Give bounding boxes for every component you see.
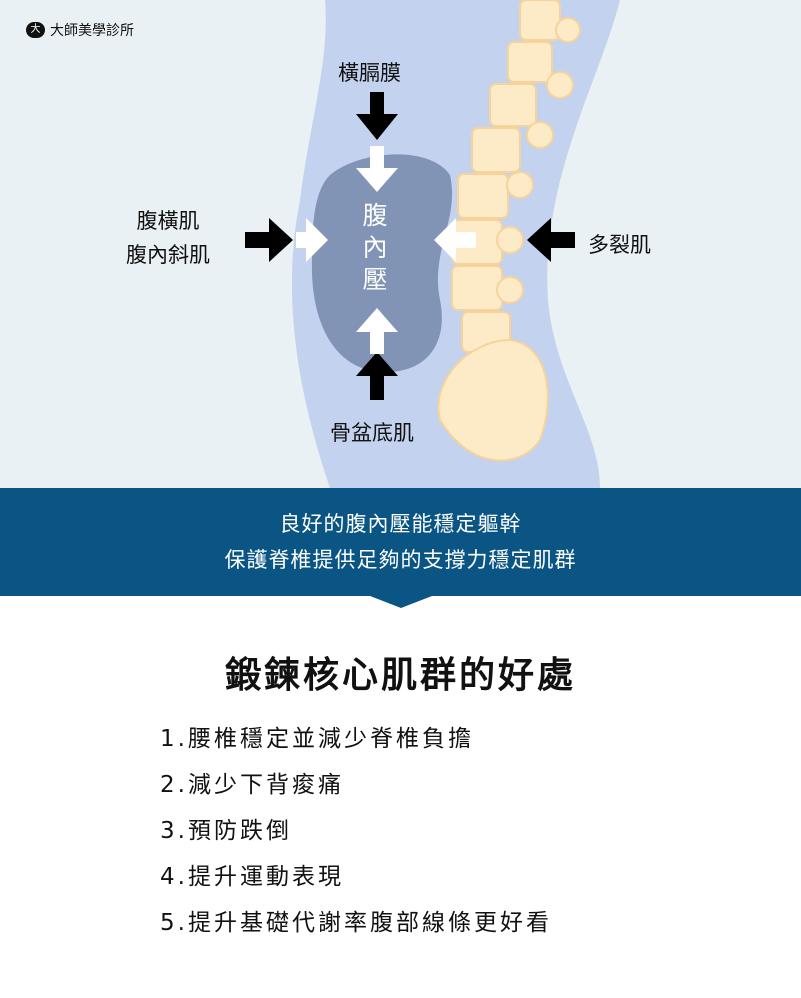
- label-internal-oblique: 腹內斜肌: [126, 243, 210, 267]
- arrow-left-icon: [434, 218, 476, 262]
- list-item: 5.提升基礎代謝率腹部線條更好看: [160, 910, 552, 936]
- core-char: 內: [362, 233, 388, 262]
- label-transversus: 腹橫肌: [136, 209, 200, 233]
- label-pelvic-floor: 骨盆底肌: [330, 421, 414, 445]
- diagram: 大大師美學診所 橫膈膜 腹橫肌腹內斜肌 多裂肌 骨盆底肌 腹內壓: [0, 0, 801, 488]
- label-multifidus: 多裂肌: [588, 233, 651, 257]
- core-char: 腹: [362, 201, 388, 230]
- list-item: 3.預防跌倒: [160, 818, 292, 844]
- pressure-sac: [311, 154, 453, 373]
- black-arrows: [245, 92, 575, 400]
- core-char: 壓: [362, 265, 388, 294]
- clinic-logo: 大大師美學診所: [26, 20, 134, 40]
- arrow-right-icon: [296, 218, 328, 262]
- spine: [437, 0, 581, 462]
- list-item: 4.提升運動表現: [160, 864, 344, 890]
- list-item: 2.減少下背痠痛: [160, 772, 344, 798]
- arrow-right-icon: [245, 218, 293, 262]
- intra-abdominal-pressure-label: 腹內壓: [355, 200, 395, 296]
- logo-text: 大師美學診所: [50, 23, 134, 39]
- white-arrows: [296, 146, 476, 354]
- arrow-up-icon: [356, 308, 398, 354]
- label-diaphragm: 橫膈膜: [338, 61, 401, 85]
- label-abdominals: 腹橫肌腹內斜肌: [126, 204, 210, 272]
- logo-mark: 大: [26, 22, 45, 38]
- banner-line: 良好的腹內壓能穩定軀幹: [279, 512, 522, 536]
- arrow-down-icon: [356, 92, 398, 140]
- page-title: 鍛鍊核心肌群的好處: [224, 655, 576, 696]
- arrow-down-icon: [356, 146, 398, 192]
- list-item: 1.腰椎穩定並減少脊椎負擔: [160, 726, 474, 752]
- banner-line: 保護脊椎提供足夠的支撐力穩定肌群: [224, 548, 577, 572]
- arrow-left-icon: [527, 218, 575, 262]
- arrow-up-icon: [356, 352, 398, 400]
- summary-banner: 良好的腹內壓能穩定軀幹 保護脊椎提供足夠的支撐力穩定肌群: [0, 488, 801, 608]
- torso-illustration: [245, 0, 620, 488]
- benefits-list: 1.腰椎穩定並減少脊椎負擔 2.減少下背痠痛 3.預防跌倒 4.提升運動表現 5…: [160, 716, 801, 946]
